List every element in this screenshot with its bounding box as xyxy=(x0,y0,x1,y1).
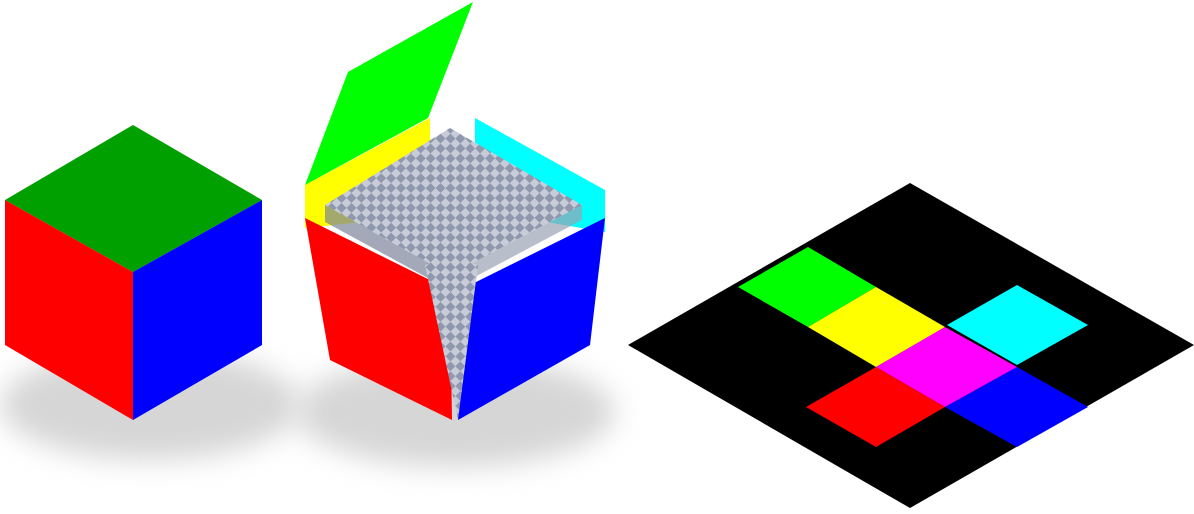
open-cube xyxy=(305,2,605,420)
unfolded-net xyxy=(628,183,1194,508)
